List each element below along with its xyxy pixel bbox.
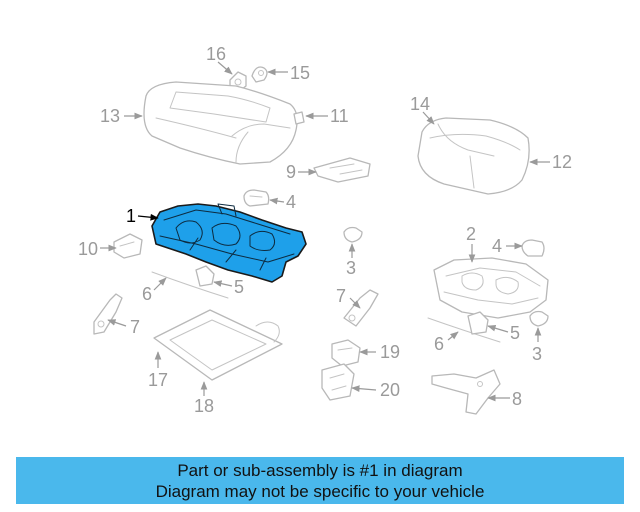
callout-12: 12 [552, 152, 572, 172]
part-3-cap-mid [343, 226, 363, 243]
leader-20 [351, 385, 377, 392]
callout-7-mid: 7 [336, 286, 346, 306]
callout-2: 2 [466, 224, 476, 244]
callout-15: 15 [290, 63, 310, 83]
part-11-clip [293, 111, 305, 125]
leader-1[interactable] [137, 213, 159, 221]
part-13-cushion-cover [143, 81, 298, 165]
callout-17: 17 [148, 370, 168, 390]
part-9-bracket [313, 157, 371, 183]
callout-14: 14 [410, 94, 430, 114]
callout-8: 8 [512, 389, 522, 409]
part-5-bracket-right [467, 311, 489, 335]
callout-6-right: 6 [434, 334, 444, 354]
part-5-bracket-left [195, 265, 215, 287]
part-4-pad-right [521, 239, 545, 257]
banner-line-2: Diagram may not be specific to your vehi… [155, 481, 485, 501]
callout-18: 18 [194, 396, 214, 416]
part-12-14-cushion [417, 117, 530, 195]
callout-5-left: 5 [234, 277, 244, 297]
part-1-seat-frame [151, 203, 307, 283]
callout-3-mid: 3 [346, 258, 356, 278]
callout-20: 20 [380, 380, 400, 400]
parts-diagram: 16 15 13 11 14 12 9 4 1 10 3 5 6 7 7 17 … [78, 44, 572, 416]
leader-7-left [107, 319, 127, 327]
leader-6-left [153, 277, 167, 291]
leader-7-mid [349, 297, 361, 309]
part-3-cap-right [529, 310, 549, 327]
part-17-18-seat-pan [153, 309, 283, 381]
callout-11: 11 [330, 106, 349, 126]
leader-5-left [213, 280, 233, 287]
leader-6-right [447, 331, 459, 341]
callout-9: 9 [286, 162, 296, 182]
leader-16 [217, 61, 233, 75]
info-banner: Part or sub-assembly is #1 in diagram Di… [16, 457, 624, 504]
callout-5-right: 5 [510, 323, 520, 343]
callout-13: 13 [100, 106, 120, 126]
callout-6-left: 6 [142, 284, 152, 304]
leader-14 [422, 111, 435, 125]
part-8-bracket [431, 369, 501, 415]
part-6-rod-right [427, 317, 501, 343]
part-19-latch [331, 339, 361, 367]
leader-5-right [487, 324, 509, 333]
part-6-rod-left [151, 271, 229, 299]
callout-1[interactable]: 1 [126, 206, 136, 226]
part-4-pad-upper [243, 189, 270, 207]
leader-4-upper [269, 197, 285, 205]
part-10-bezel [113, 233, 143, 259]
callout-10: 10 [78, 239, 98, 259]
part-20-bracket [321, 363, 355, 401]
callout-4-upper: 4 [286, 192, 296, 212]
callout-19: 19 [380, 342, 400, 362]
part-15-clip [251, 66, 268, 83]
part-7-bracket-left [93, 293, 123, 335]
callout-16: 16 [206, 44, 226, 64]
part-7-bracket-mid [343, 289, 379, 327]
callout-7-left: 7 [130, 317, 140, 337]
callout-3-right: 3 [532, 344, 542, 364]
banner-line-1: Part or sub-assembly is #1 in diagram [177, 460, 463, 480]
part-2-seat-frame-right [433, 257, 549, 319]
callout-4-right: 4 [492, 236, 502, 256]
